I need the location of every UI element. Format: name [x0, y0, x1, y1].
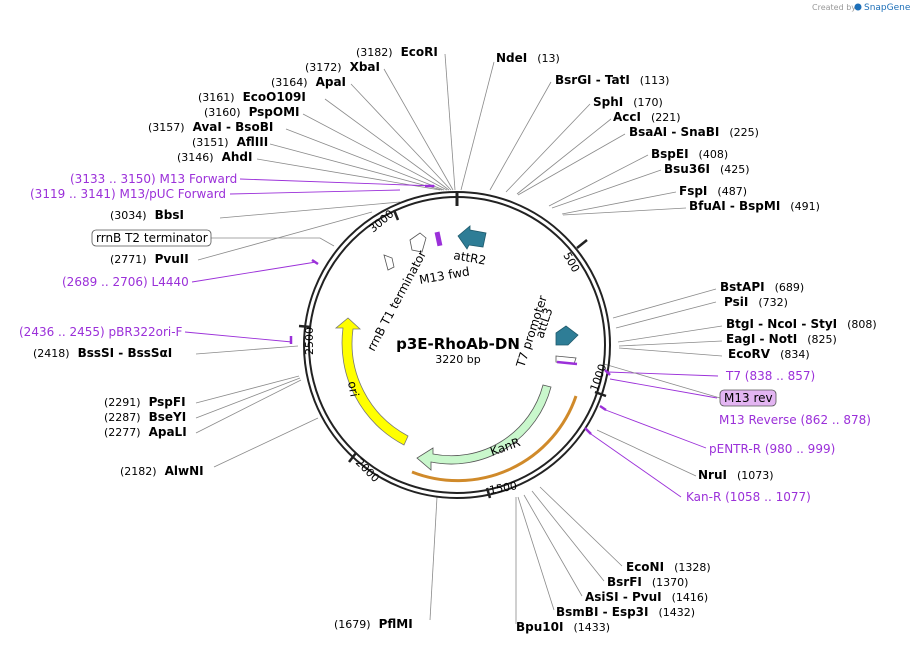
site-apai: (3164)ApaI: [271, 75, 346, 89]
primer-pentr-r: pENTR-R (980 .. 999): [709, 442, 835, 456]
site-alwni: (2182)AlwNI: [120, 464, 204, 478]
site-ecoo109i: (3161)EcoO109I: [198, 90, 306, 104]
plasmid-size: 3220 bp: [435, 353, 480, 366]
site-asisi-pvui: AsiSI - PvuI(1416): [585, 590, 708, 604]
primer-m13-reverse: M13 Reverse (862 .. 878): [719, 413, 871, 427]
primer-kan-r: Kan-R (1058 .. 1077): [686, 490, 811, 504]
rrnb-t1-arrow: [409, 232, 427, 253]
plasmid-name: p3E-RhoAb-DN: [396, 335, 520, 353]
right-sites: NdeI(13) BsrGI - TatI(113) SphI(170) Acc…: [334, 51, 877, 634]
site-bsmbi-esp3i: BsmBI - Esp3I(1432): [556, 605, 695, 619]
attl3-feature: [555, 325, 579, 346]
site-xbai: (3172)XbaI: [305, 60, 380, 74]
primer-l4440: (2689 .. 2706) L4440: [62, 275, 189, 289]
site-sphi: SphI(170): [593, 95, 663, 109]
tick-2000: 2000: [353, 456, 382, 485]
primer-pbr322ori-f: (2436 .. 2455) pBR322ori-F: [19, 325, 183, 339]
site-bsu36i: Bsu36I(425): [664, 162, 750, 176]
primer-m13-forward: (3133 .. 3150) M13 Forward: [70, 172, 237, 186]
site-bfuai-bspmi: BfuAI - BspMI(491): [689, 199, 820, 213]
credit-brand: SnapGene: [864, 3, 910, 13]
site-bseyi: (2287)BseYI: [104, 410, 186, 424]
site-econi: EcoNI(1328): [626, 560, 711, 574]
site-bspei: BspEI(408): [651, 147, 728, 161]
site-ecorv: EcoRV(834): [728, 347, 810, 361]
credit-prefix: Created by: [812, 3, 856, 12]
site-ahdi: (3146)AhdI: [177, 150, 252, 164]
site-bstapi: BstAPI(689): [720, 280, 804, 294]
primer-t7: T7 (838 .. 857): [725, 369, 815, 383]
site-pspfi: (2291)PspFI: [104, 395, 186, 409]
tick-1500: 1500: [488, 479, 518, 497]
site-ndei: NdeI(13): [496, 51, 560, 65]
primer-marks: [289, 184, 611, 435]
site-bbsi: (3034)BbsI: [110, 208, 184, 222]
site-ecori: (3182)EcoRI: [356, 45, 438, 59]
m13fwd-marker: [434, 231, 443, 247]
primer-m13-puc-forward: (3119 .. 3141) M13/pUC Forward: [30, 187, 226, 201]
tick-2500: 2500: [303, 327, 316, 355]
ori-label: ori: [345, 380, 361, 398]
kanr-primer-arc: [411, 395, 578, 483]
site-leader-lines: [195, 53, 723, 624]
site-apali: (2277)ApaLI: [104, 425, 187, 439]
m13rev-label: M13 rev: [724, 391, 773, 405]
tick-marks: [298, 209, 607, 499]
m13rev-box: [719, 389, 777, 407]
site-pvuii: (2771)PvuII: [110, 252, 189, 266]
site-bsaai-snabi: BsaAI - SnaBI(225): [629, 125, 759, 139]
site-nrui: NruI(1073): [698, 468, 774, 482]
site-bsssi: (2418)BssSI - BssSαI: [33, 346, 172, 360]
t7-primer-mark: [556, 360, 578, 366]
ori-feature: [334, 317, 409, 446]
snapgene-logo-icon: [854, 3, 862, 11]
site-psii: PsiI(732): [724, 295, 788, 309]
rrnb-t2-arrow: [383, 254, 395, 271]
site-fspi: FspI(487): [679, 184, 747, 198]
site-afliii: (3151)AflIII: [192, 135, 268, 149]
site-pflmi: (1679)PflMI: [334, 617, 413, 631]
site-bsrgi-tati: BsrGI - TatI(113): [555, 73, 669, 87]
boxed-leader-lines: [211, 237, 721, 399]
site-acci: AccI(221): [613, 110, 681, 124]
site-btgi-ncoi-styi: BtgI - NcoI - StyI(808): [726, 317, 877, 331]
site-bsrfi: BsrFI(1370): [607, 575, 688, 589]
attr2-label: attR2: [452, 248, 487, 267]
attr2-feature: [457, 225, 487, 250]
primer-leader-lines: [184, 178, 719, 498]
m13fwd-label: M13 fwd: [418, 264, 471, 287]
rrnb-t2-box: [91, 229, 212, 247]
left-sites: (3182)EcoRI (3172)XbaI (3164)ApaI (3161)…: [33, 45, 438, 478]
kanr-label: KanR: [488, 435, 522, 459]
site-bpu10i: Bpu10I(1433): [516, 620, 610, 634]
primer-labels: (3133 .. 3150) M13 Forward (3119 .. 3141…: [19, 172, 871, 504]
site-psppomi: (3160)PspOMI: [204, 105, 300, 119]
site-avai-bsobi: (3157)AvaI - BsoBI: [148, 120, 273, 134]
rrnb-t2-label: rrnB T2 terminator: [96, 231, 208, 245]
kanr-feature: [416, 384, 552, 471]
site-eagi-noti: EagI - NotI(825): [726, 332, 837, 346]
